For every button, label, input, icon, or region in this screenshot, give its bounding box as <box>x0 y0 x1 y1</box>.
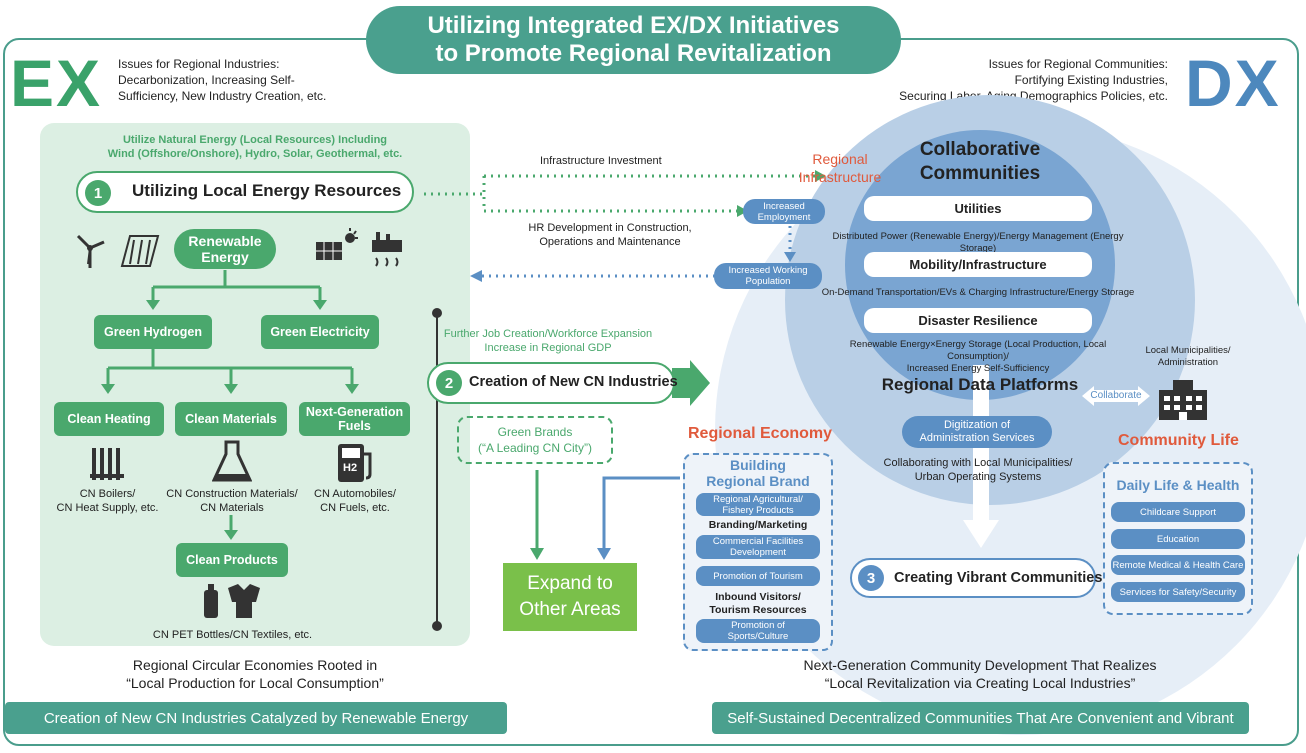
hydrogen-station-icon <box>338 444 372 482</box>
h2-label: H2 <box>343 462 358 474</box>
tourism-badge: Promotion of Tourism <box>696 566 820 586</box>
infra-investment-text: Infrastructure Investment <box>540 155 662 167</box>
hydro-dam-icon <box>120 235 160 267</box>
boilers-text: CN Boilers/ CN Heat Supply, etc. <box>56 488 159 514</box>
increased-population-badge: Increased Working Population <box>714 263 822 289</box>
solar-panel-icon <box>316 228 358 260</box>
collab-municipal-text: Collaborating with Local Municipalities/… <box>883 457 1073 483</box>
step1-label: Utilizing Local Energy Resources <box>132 181 402 200</box>
community-life-label: Community Life <box>1118 432 1239 449</box>
education-badge: Education <box>1111 529 1245 549</box>
agri-badge: Regional Agricultural/ Fishery Products <box>696 493 820 516</box>
wind-turbine-icon <box>76 234 105 268</box>
data-platforms-title: Regional Data Platforms <box>881 375 1079 394</box>
step3-pill <box>850 558 1096 598</box>
clean-materials-box: Clean Materials <box>175 402 287 436</box>
childcare-badge: Childcare Support <box>1111 502 1245 522</box>
digitization-badge: Digitization of Administration Services <box>902 416 1052 448</box>
utilities-desc: Distributed Power (Renewable Energy)/Ene… <box>832 231 1124 254</box>
local-municipalities-label: Local Municipalities/ Administration <box>1145 345 1231 368</box>
commercial-badge: Commercial Facilities Development <box>696 535 820 559</box>
building-brand-title: Building Regional Brand <box>706 457 810 489</box>
safety-badge: Services for Safety/Security <box>1111 582 1245 602</box>
disaster-desc: Renewable Energy×Energy Storage (Local P… <box>849 339 1107 374</box>
utilities-bar: Utilities <box>864 196 1092 221</box>
natural-energy-text: Utilize Natural Energy (Local Resources)… <box>107 134 403 160</box>
step1-pill <box>76 171 414 213</box>
expand-box: Expand to Other Areas <box>503 563 637 631</box>
clean-heating-box: Clean Heating <box>54 402 164 436</box>
dx-issues: Issues for Regional Communities: Fortify… <box>899 57 1168 103</box>
automobiles-text: CN Automobiles/ CN Fuels, etc. <box>314 488 396 514</box>
increased-employment-badge: Increased Employment <box>743 199 825 224</box>
circular-economy-text: Regional Circular Economies Rooted in “L… <box>126 657 384 691</box>
regional-infrastructure-label: Regional Infrastructure <box>798 151 882 185</box>
municipal-building-icon <box>1159 380 1207 420</box>
collaborate-arrow <box>1082 386 1150 406</box>
inbound-text: Inbound Visitors/ Tourism Resources <box>709 591 807 616</box>
mobility-desc: On-Demand Transportation/EVs & Charging … <box>821 287 1135 298</box>
construction-text: CN Construction Materials/ CN Materials <box>166 488 298 514</box>
collaborate-label: Collaborate <box>1090 390 1142 401</box>
step1-number: 1 <box>85 180 111 206</box>
further-jobs-text: Further Job Creation/Workforce Expansion… <box>443 328 653 354</box>
sports-badge: Promotion of Sports/Culture <box>696 619 820 643</box>
step2-pill <box>427 362 675 404</box>
boiler-icon <box>90 448 124 480</box>
ex-issues: Issues for Regional Industries: Decarbon… <box>118 57 327 103</box>
regional-economy-label: Regional Economy <box>688 425 833 442</box>
ex-flow-arrows <box>101 270 359 540</box>
title-banner: Utilizing Integrated EX/DX Initiatives t… <box>366 6 901 74</box>
dx-label: DX <box>1185 46 1281 120</box>
step3-label: Creating Vibrant Communities <box>894 570 1103 586</box>
population-arrowhead <box>470 270 482 282</box>
hr-development-text: HR Development in Construction, Operatio… <box>528 222 692 248</box>
step2-number: 2 <box>436 370 462 396</box>
step2-label: Creation of New CN Industries <box>469 374 678 390</box>
step3-number: 3 <box>858 565 884 591</box>
collaborative-communities-title: Collaborative Communities <box>919 139 1041 184</box>
pet-bottle-textile-icon <box>204 584 260 618</box>
geothermal-icon <box>372 232 402 267</box>
clean-products-box: Clean Products <box>176 543 288 577</box>
next-gen-fuels-box: Next-Generation Fuels <box>299 402 410 436</box>
mobility-bar: Mobility/Infrastructure <box>864 252 1092 277</box>
infra-arrowhead <box>815 170 826 182</box>
disaster-bar: Disaster Resilience <box>864 308 1092 333</box>
branding-text: Branding/Marketing <box>708 519 808 531</box>
daily-life-title: Daily Life & Health <box>1116 477 1240 493</box>
green-hydrogen-box: Green Hydrogen <box>94 315 212 349</box>
remote-medical-badge: Remote Medical & Health Care <box>1111 555 1245 575</box>
renewable-energy-badge: Renewable Energy <box>174 229 276 269</box>
ex-label: EX <box>10 46 103 120</box>
green-electricity-box: Green Electricity <box>261 315 379 349</box>
next-gen-text: Next-Generation Community Development Th… <box>803 657 1157 691</box>
step2-arrow <box>672 360 710 406</box>
green-brands-box: Green Brands (“A Leading CN City”) <box>457 416 613 464</box>
footer-left: Creation of New CN Industries Catalyzed … <box>5 702 507 734</box>
footer-right: Self-Sustained Decentralized Communities… <box>712 702 1249 734</box>
down-arrow-head <box>963 520 999 548</box>
title-line-1: Utilizing Integrated EX/DX Initiatives <box>427 12 840 39</box>
hr-arrowhead <box>737 205 748 217</box>
pet-bottles-text: CN PET Bottles/CN Textiles, etc. <box>152 629 313 641</box>
employment-down-arrowhead <box>784 252 796 262</box>
title-line-2: to Promote Regional Revitalization <box>435 40 832 67</box>
flask-icon <box>212 440 252 482</box>
